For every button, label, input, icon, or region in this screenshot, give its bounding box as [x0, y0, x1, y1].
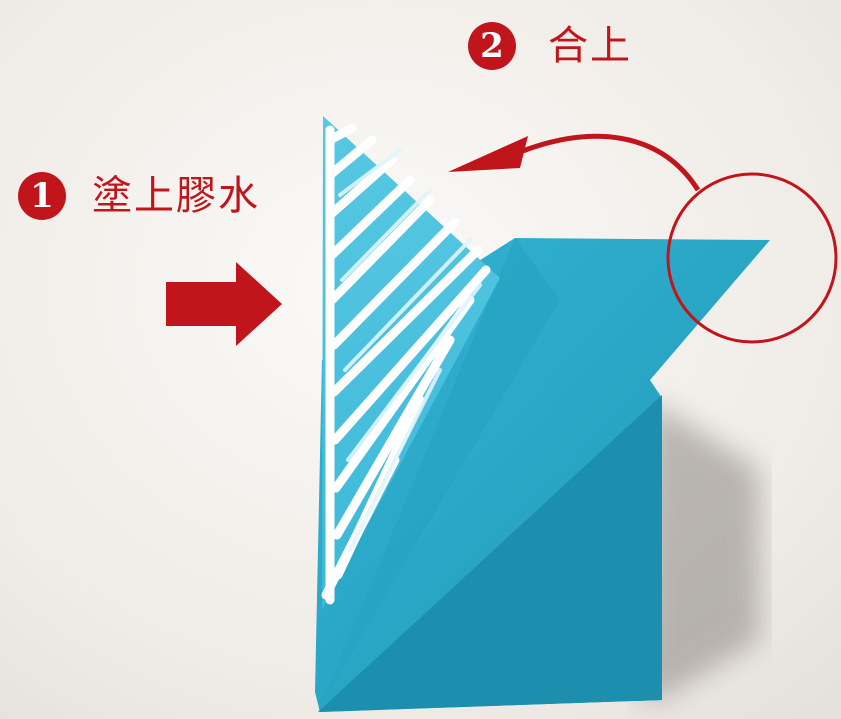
step-2-label: 合上 — [548, 23, 632, 69]
curved-arrow-icon — [448, 136, 528, 172]
step-1-label: 塗上膠水 — [92, 173, 260, 219]
curved-arrow-line — [519, 133, 701, 192]
paper-shadow — [640, 400, 760, 700]
right-arrow-icon — [166, 262, 282, 346]
circle-highlight-icon — [666, 172, 838, 344]
paper-crease — [318, 238, 560, 712]
step-1-badge: 1 — [18, 172, 66, 220]
glue-scribble-thin — [338, 148, 482, 552]
step-2-badge: 2 — [468, 22, 516, 70]
paper-lower-fold — [318, 395, 662, 712]
